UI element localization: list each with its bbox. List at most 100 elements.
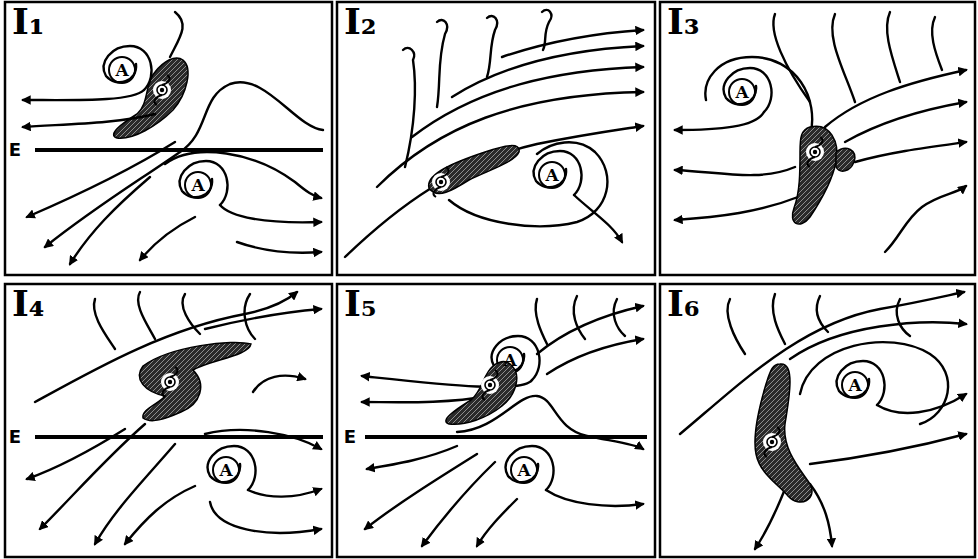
streamline xyxy=(140,217,195,260)
streamline xyxy=(452,46,643,97)
streamline xyxy=(537,306,643,354)
anticyclone-label: A xyxy=(115,62,128,79)
panel-frame xyxy=(337,2,655,275)
cyclone-symbol xyxy=(432,167,450,197)
streamline xyxy=(138,292,155,339)
anticyclone-label: A xyxy=(191,177,204,194)
panel-label: I₄ xyxy=(12,285,45,321)
panel-label: I₃ xyxy=(667,3,700,39)
streamline xyxy=(614,299,625,336)
streamline xyxy=(502,30,643,57)
equator-label: E xyxy=(8,140,22,160)
streamline xyxy=(855,142,966,162)
streamline xyxy=(94,299,115,349)
anticyclone-label: A xyxy=(848,377,861,394)
panel-label: I₁ xyxy=(12,3,45,39)
streamline xyxy=(245,294,255,339)
cloud-mass xyxy=(139,342,251,420)
panel-two xyxy=(337,2,655,275)
panel-frame xyxy=(5,284,332,557)
streamline xyxy=(832,14,855,102)
streamline xyxy=(773,14,810,102)
panel-one xyxy=(5,2,332,275)
anticyclone-spiral xyxy=(180,161,228,205)
anticyclone-label: A xyxy=(517,462,530,479)
streamline xyxy=(205,430,321,449)
streamline xyxy=(45,82,323,247)
cyclone-symbol xyxy=(161,367,179,397)
anticyclone-spiral xyxy=(208,446,256,490)
streamline xyxy=(165,152,321,198)
streamline xyxy=(27,142,175,217)
streamline xyxy=(773,294,785,344)
anticyclone-label: A xyxy=(219,462,232,479)
streamline xyxy=(728,299,745,354)
panel-four xyxy=(5,284,332,557)
cloud-mass xyxy=(446,362,517,425)
streamline xyxy=(887,12,900,82)
cyclone-symbol xyxy=(763,427,781,457)
streamline xyxy=(845,102,966,142)
streamline xyxy=(422,462,495,546)
streamline xyxy=(477,499,517,546)
panel-frame xyxy=(337,284,655,557)
streamline xyxy=(237,242,321,253)
streamline xyxy=(755,489,785,549)
equator-label: E xyxy=(8,427,22,447)
panel-label: I₅ xyxy=(344,285,377,321)
streamline xyxy=(574,296,585,339)
streamline xyxy=(885,186,966,252)
panel-frame xyxy=(660,2,975,275)
streamline xyxy=(542,10,551,50)
streamline xyxy=(170,12,183,57)
streamline xyxy=(536,299,547,344)
anticyclone-spiral xyxy=(837,361,885,405)
streamline xyxy=(546,490,643,506)
streamline xyxy=(125,486,195,544)
anticyclone-spiral xyxy=(506,446,554,490)
streamline xyxy=(345,126,643,257)
streamline xyxy=(220,205,321,222)
streamline xyxy=(70,177,150,264)
streamline xyxy=(705,57,812,137)
streamline xyxy=(449,142,607,226)
anticyclone-label: A xyxy=(503,352,516,369)
streamline xyxy=(675,197,798,220)
panel-label: I₂ xyxy=(344,3,377,39)
cloud-mass xyxy=(792,126,836,224)
anticyclone-label: A xyxy=(545,167,558,184)
equator-line xyxy=(35,148,323,152)
equator-label: E xyxy=(343,427,357,447)
streamline xyxy=(877,394,966,413)
anticyclone-label: A xyxy=(735,84,748,101)
equator-line xyxy=(365,435,647,439)
streamline xyxy=(675,112,764,130)
streamline xyxy=(810,484,832,546)
streamline xyxy=(437,20,447,107)
streamline xyxy=(95,444,175,544)
cloud-mass xyxy=(755,364,812,502)
cyclone-symbol xyxy=(806,137,824,167)
streamline xyxy=(210,502,321,533)
equator-line xyxy=(35,435,323,439)
streamline xyxy=(932,17,942,70)
cloud-mass xyxy=(836,148,855,171)
panel-six xyxy=(660,284,975,557)
streamline xyxy=(40,424,145,529)
streamline xyxy=(574,195,622,242)
anticyclone-spiral xyxy=(104,46,152,90)
streamline xyxy=(457,396,643,449)
streamline xyxy=(412,67,643,137)
streamline xyxy=(547,339,643,374)
panel-label: I₆ xyxy=(667,285,700,321)
streamline xyxy=(253,376,305,392)
panel-three xyxy=(660,2,975,275)
streamline xyxy=(810,434,966,464)
streamline xyxy=(403,48,415,167)
streamline xyxy=(23,90,144,100)
cyclone-symbol xyxy=(153,75,171,105)
streamline xyxy=(487,16,497,77)
